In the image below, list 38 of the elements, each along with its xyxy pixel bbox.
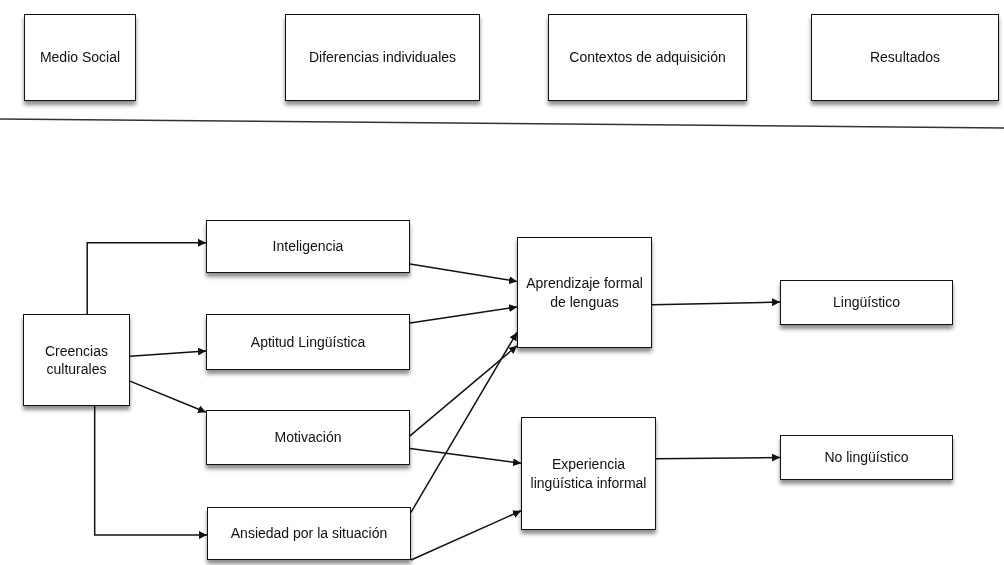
- arrow: [409, 447, 522, 467]
- arrow: [93, 405, 208, 540]
- process-box: [517, 237, 652, 348]
- arrow: [410, 510, 522, 561]
- node-label: Motivación: [274, 428, 342, 447]
- node-label: Aptitud Lingüística: [250, 332, 366, 352]
- node-label: Diferencias individuales: [308, 48, 457, 67]
- node-label: Experiencia lingüística informal: [529, 455, 648, 492]
- process-box: [207, 507, 411, 560]
- arrow: [129, 380, 207, 413]
- process-box: [206, 220, 410, 273]
- category-box: [285, 14, 480, 101]
- node-label: Inteligencia: [272, 237, 344, 256]
- node-label: No lingüístico: [824, 448, 909, 467]
- arrow: [409, 263, 518, 285]
- arrow: [409, 304, 518, 324]
- node-label: Ansiedad por la situación: [230, 524, 388, 543]
- arrow: [409, 345, 518, 437]
- node-label: Contextos de adquisición: [569, 48, 726, 67]
- arrow: [129, 347, 207, 358]
- process-box: [521, 417, 656, 530]
- arrow: [410, 331, 518, 514]
- process-box: [780, 435, 953, 480]
- arrow: [86, 238, 207, 315]
- category-box: [24, 14, 136, 101]
- process-box: [206, 410, 410, 465]
- node-label: Medio Social: [39, 48, 121, 67]
- node-label: Aprendizaje formal de lenguas: [525, 274, 644, 311]
- category-box: [548, 14, 747, 101]
- process-box: [23, 314, 130, 406]
- node-label: Lingüístico: [833, 293, 900, 312]
- process-box: [780, 280, 953, 325]
- arrow: [655, 453, 781, 462]
- process-box: [206, 314, 410, 370]
- category-box: [811, 14, 999, 101]
- node-label: Resultados: [869, 48, 940, 67]
- node-label: Creencias culturales: [44, 341, 109, 379]
- arrow: [651, 298, 781, 307]
